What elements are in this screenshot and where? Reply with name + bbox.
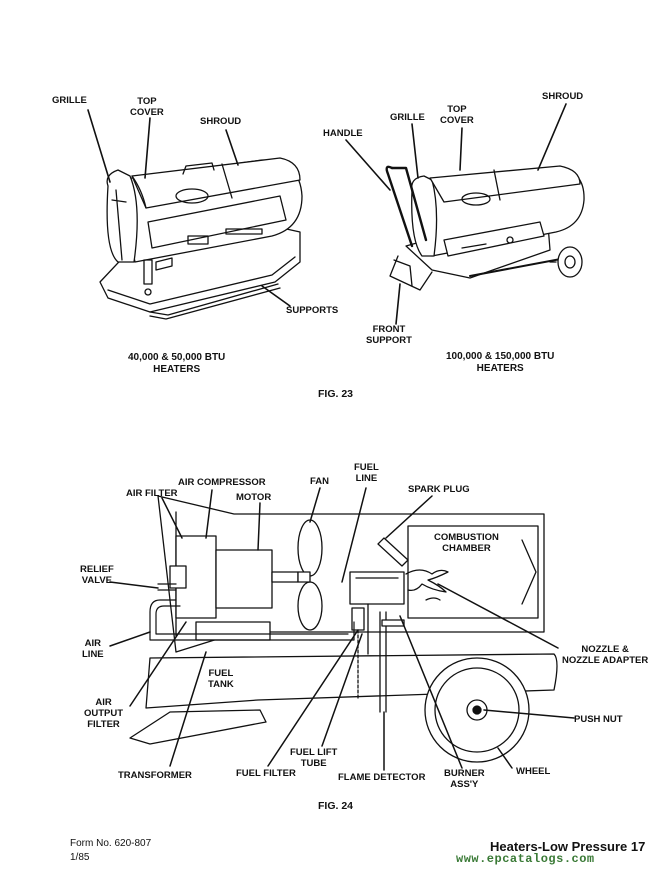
label-air-output-filter: AIR OUTPUT FILTER <box>84 697 124 730</box>
heater-schematic <box>129 495 558 763</box>
page-title: Heaters-Low Pressure 17 <box>490 839 646 854</box>
form-date: 1/85 <box>70 852 90 863</box>
label-shroud-large: SHROUD <box>542 91 584 102</box>
label-top-cover-small: TOP COVER <box>130 96 164 118</box>
label-flame-detector: FLAME DETECTOR <box>338 772 426 783</box>
label-motor: MOTOR <box>236 492 272 503</box>
form-number: Form No. 620-807 <box>70 838 152 849</box>
label-fuel-filter: FUEL FILTER <box>236 768 296 779</box>
watermark: www.epcatalogs.com <box>456 852 595 866</box>
small-heater-drawing <box>99 157 303 320</box>
label-air-line: AIR LINE <box>82 638 104 660</box>
figure-24-label: FIG. 24 <box>318 800 354 812</box>
label-fan: FAN <box>310 476 329 487</box>
figure-23-label: FIG. 23 <box>318 388 354 400</box>
large-heater-drawing <box>385 165 585 291</box>
fig23-leader-lines <box>87 103 567 325</box>
label-top-cover-large: TOP COVER <box>440 104 474 126</box>
label-air-compressor: AIR COMPRESSOR <box>178 477 266 488</box>
caption-large-heaters: 100,000 & 150,000 BTU HEATERS <box>446 351 555 374</box>
label-transformer: TRANSFORMER <box>118 770 192 781</box>
label-grille-small: GRILLE <box>52 95 87 106</box>
caption-small-heaters: 40,000 & 50,000 BTU HEATERS <box>128 352 226 375</box>
label-fuel-line: FUEL LINE <box>354 462 379 484</box>
label-combustion-chamber: COMBUSTION CHAMBER <box>434 532 499 554</box>
label-handle: HANDLE <box>323 128 363 139</box>
label-front-support: FRONT SUPPORT <box>366 324 412 346</box>
label-air-filter: AIR FILTER <box>126 488 178 499</box>
label-shroud-small: SHROUD <box>200 116 242 127</box>
label-fuel-tank: FUEL TANK <box>208 668 234 690</box>
label-burner-assy: BURNER ASS'Y <box>444 768 485 790</box>
label-nozzle-adapter: NOZZLE & NOZZLE ADAPTER <box>562 644 649 666</box>
label-grille-large: GRILLE <box>390 112 425 123</box>
label-push-nut: PUSH NUT <box>574 714 623 725</box>
label-fuel-lift-tube: FUEL LIFT TUBE <box>290 747 338 769</box>
label-spark-plug: SPARK PLUG <box>408 484 470 495</box>
fig24-leader-lines <box>109 487 575 771</box>
label-relief-valve: RELIEF VALVE <box>80 564 114 586</box>
label-wheel: WHEEL <box>516 766 551 777</box>
label-supports: SUPPORTS <box>286 305 339 316</box>
